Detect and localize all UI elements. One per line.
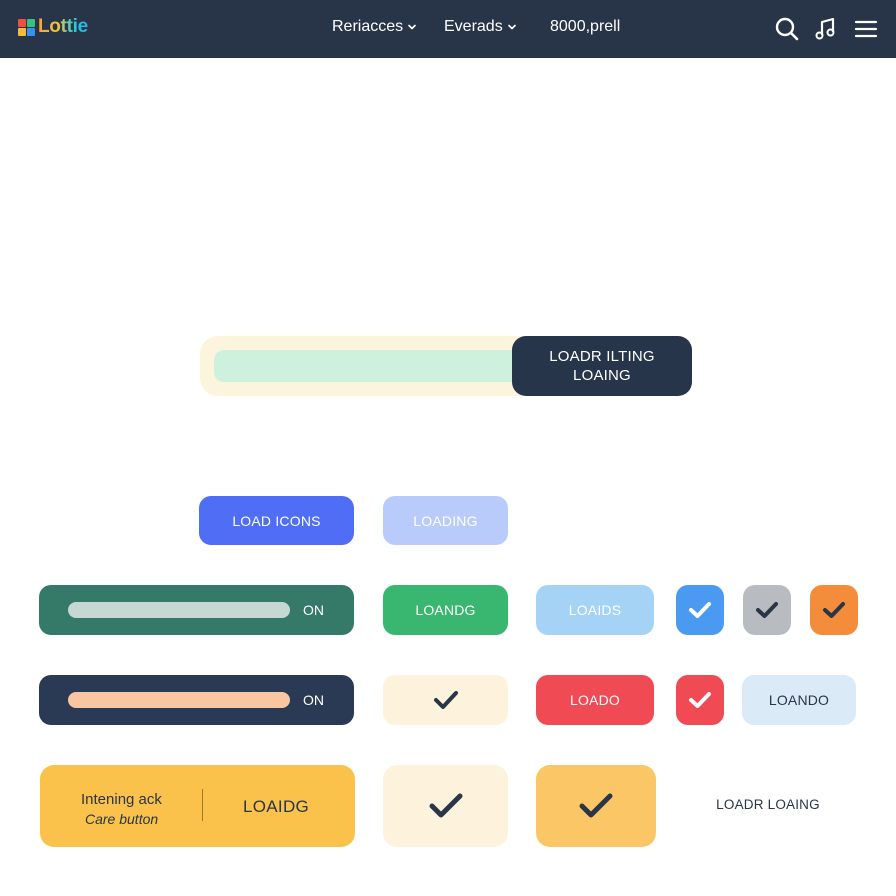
nav-item-label: 8000,prell [550, 18, 621, 35]
check-icon [689, 692, 711, 708]
check-icon [689, 602, 711, 618]
checkbox-blue[interactable] [676, 585, 724, 635]
logo[interactable]: Lottie [18, 16, 88, 38]
care-button-card[interactable]: Intening ack Care button LOAIDG [40, 765, 355, 847]
check-button-large-amber[interactable] [536, 765, 656, 847]
nav-item-everads[interactable]: Everads [444, 18, 517, 36]
card-label: LOAIDG [243, 797, 310, 816]
checkbox-grey[interactable] [743, 585, 791, 635]
check-button-large-cream[interactable] [383, 765, 508, 847]
check-icon [579, 793, 613, 818]
toggle-track [68, 602, 290, 618]
logo-text: Lottie [38, 16, 88, 37]
toggle-switch-navy[interactable]: ON [39, 675, 354, 725]
logo-icon [18, 18, 35, 36]
progress-label-line2: LOAING [573, 367, 631, 384]
load-icons-button[interactable]: LOAD ICONS [199, 496, 354, 545]
checkbox-red[interactable] [676, 675, 724, 725]
music-note-icon[interactable] [811, 14, 841, 44]
check-button-cream[interactable] [383, 675, 508, 725]
loading-button[interactable]: LOADING [383, 496, 508, 545]
loado-button[interactable]: LOADO [536, 675, 654, 725]
toggle-label: ON [303, 602, 324, 618]
nav-item-8000-prell[interactable]: 8000,prell [550, 18, 620, 36]
card-title: Intening ack [81, 791, 162, 808]
progress-fill [214, 350, 525, 382]
chevron-down-icon [507, 24, 516, 30]
chevron-down-icon [408, 24, 416, 30]
nav-item-label: Reriacces [332, 18, 404, 35]
nav-item-reriacces[interactable]: Reriacces [332, 18, 417, 36]
check-icon [429, 793, 462, 818]
top-navigation-bar: Lottie Reriacces Everads 8000,prell [0, 0, 896, 58]
progress-bar: LOADR ILTING LOAING [200, 336, 692, 396]
search-icon[interactable] [772, 14, 802, 44]
progress-label-line1: LOADR ILTING [549, 348, 655, 365]
toggle-track [68, 692, 290, 708]
nav-item-label: Everads [444, 18, 503, 35]
loandg-button[interactable]: LOANDG [383, 585, 508, 635]
toggle-label: ON [303, 692, 324, 708]
check-icon [823, 602, 845, 618]
progress-label-button[interactable]: LOADR ILTING LOAING [512, 336, 692, 396]
text-button-loadr-loaing[interactable]: LOADR LOAING [716, 797, 820, 812]
check-icon [756, 602, 778, 618]
menu-icon[interactable] [851, 14, 881, 44]
card-subtitle: Care button [85, 811, 159, 827]
checkbox-orange[interactable] [810, 585, 858, 635]
toggle-switch-green[interactable]: ON [39, 585, 354, 635]
check-icon [433, 691, 458, 709]
loaids-button[interactable]: LOAIDS [536, 585, 654, 635]
loando-button[interactable]: LOANDO [742, 675, 856, 725]
card-divider [202, 789, 203, 821]
